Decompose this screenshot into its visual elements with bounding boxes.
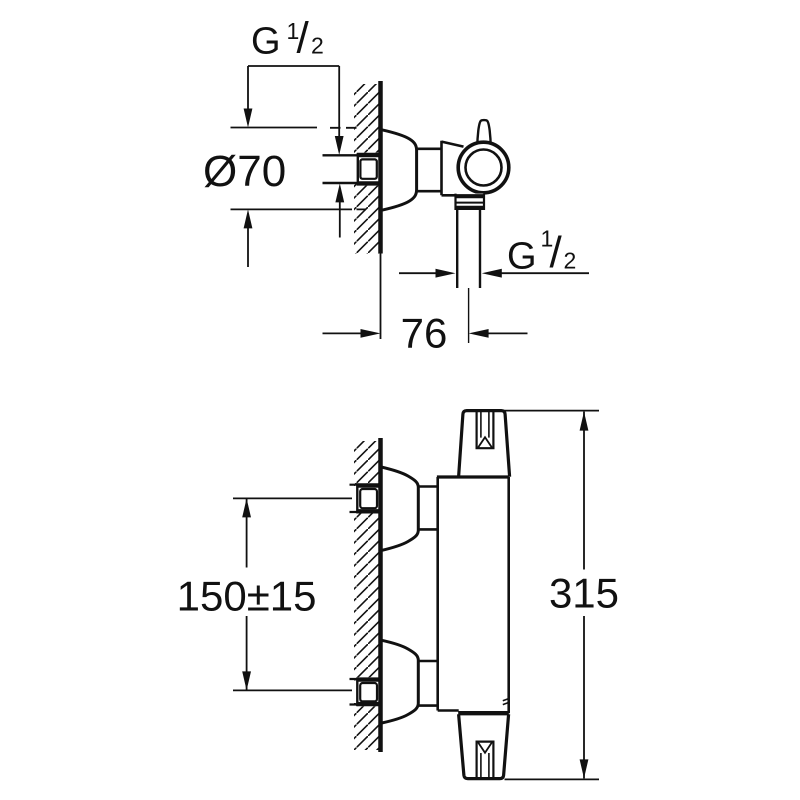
thread-slash: /: [297, 14, 310, 63]
upper-union-nut: [348, 483, 381, 514]
volume-handle: [457, 714, 511, 781]
in-wall-supply-stub: [322, 154, 358, 185]
union-nut: [356, 152, 381, 186]
dimension-lines-top-view: [230, 65, 589, 338]
thermostat-body: [436, 475, 510, 716]
ring-handle: [456, 140, 511, 195]
dim-label-projection: 76: [401, 310, 448, 357]
escutcheon-top-view: [379, 127, 419, 213]
thread-letter: G: [251, 21, 281, 63]
dim-label-thread-wall: G 1 / 2: [251, 14, 324, 63]
thread-numerator: 1: [287, 18, 300, 44]
thread-numerator: 1: [541, 226, 554, 252]
dim-label-center-distance: 150±15: [177, 573, 317, 620]
connector-cylinder: [416, 147, 442, 193]
thread-slash: /: [550, 228, 563, 277]
upper-connector: [418, 485, 438, 531]
shower-outlet-pipe: [456, 210, 482, 288]
lower-union-nut: [348, 677, 381, 707]
outlet-nut: [454, 193, 486, 210]
lower-escutcheon: [379, 638, 420, 726]
temperature-handle: [457, 409, 512, 477]
thread-denominator: 2: [311, 33, 324, 59]
thread-letter: G: [507, 236, 537, 278]
thread-denominator: 2: [564, 248, 577, 274]
handle-grip-marks: [475, 740, 495, 779]
wall-union-side-view: G 1 / 2 Ø70 G 1 / 2 76: [203, 14, 589, 357]
dim-label-height: 315: [549, 570, 619, 617]
handle-grip-marks: [475, 411, 495, 450]
lower-connector: [418, 659, 438, 707]
thermostat-mixer-mounted-view: 150±15 315: [177, 409, 619, 781]
upper-escutcheon: [379, 464, 420, 553]
body-seam-mark: [502, 698, 509, 706]
dimension-lines-bottom-view: [233, 409, 599, 781]
dim-label-thread-outlet: G 1 / 2: [507, 226, 576, 278]
dim-label-diameter: Ø70: [203, 147, 286, 196]
